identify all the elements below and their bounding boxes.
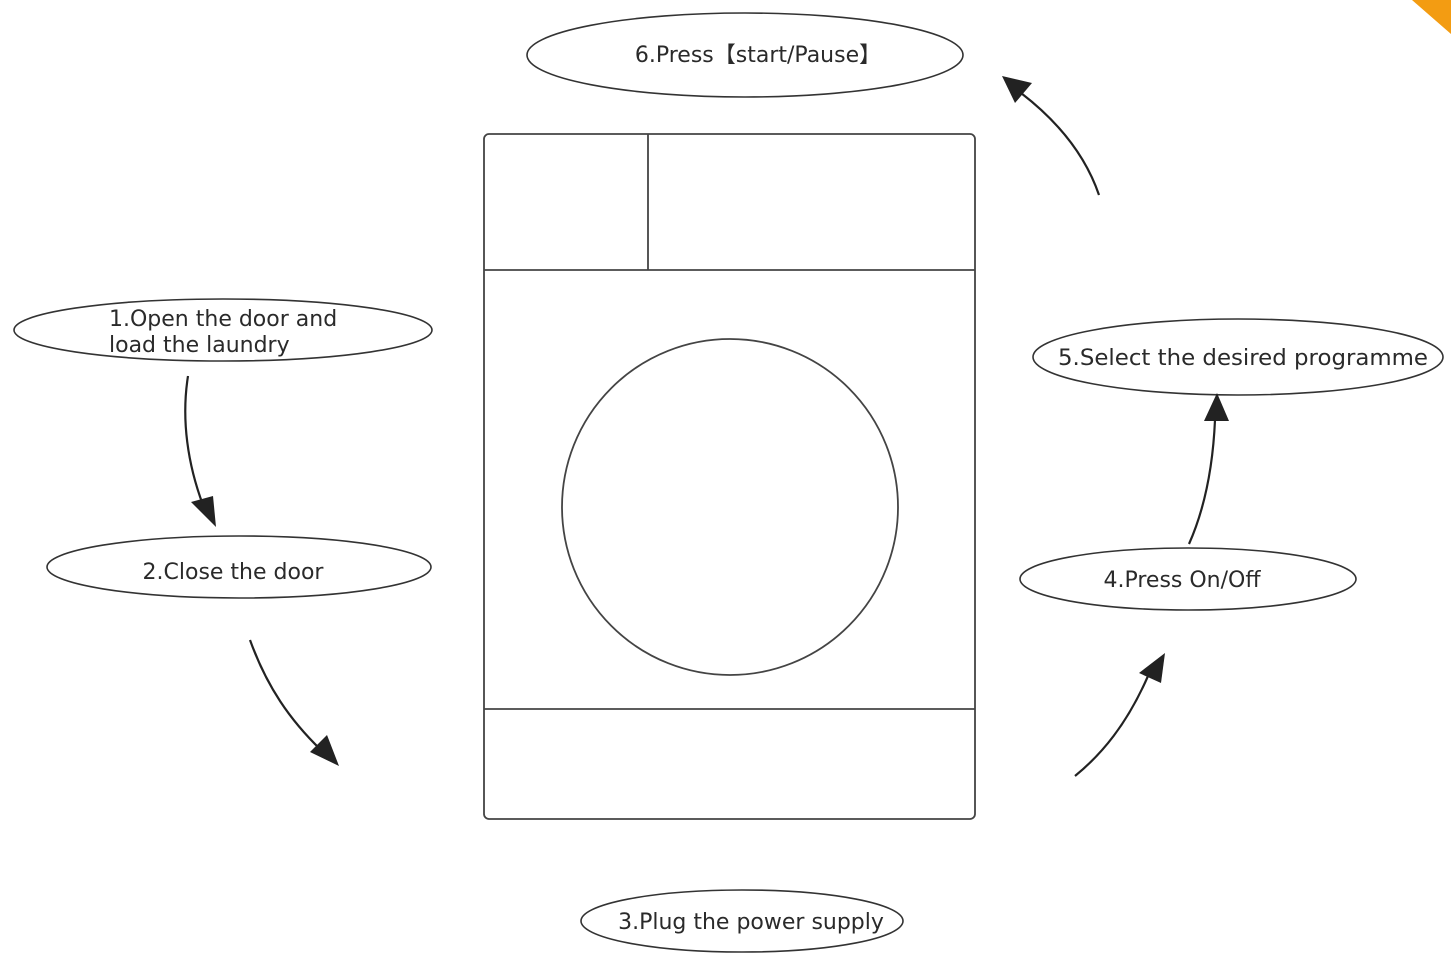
- arrow-step5-to-step6: [1002, 76, 1101, 196]
- arrow-2-3-head: [310, 735, 339, 766]
- step-1-label-line-1: 1.Open the door and: [109, 307, 337, 332]
- arrow-step4-to-step5: [1187, 393, 1229, 545]
- step-6-bubble: 6.Press【start/Pause】: [526, 12, 964, 98]
- arrow-3-4-line: [1074, 675, 1150, 777]
- step-1-bubble: 1.Open the door and load the laundry: [13, 298, 433, 362]
- arrow-4-5-line: [1187, 419, 1217, 545]
- arrow-4-5-head: [1204, 393, 1229, 421]
- step-4-ellipse: [1019, 547, 1357, 611]
- machine-body: [483, 133, 976, 820]
- arrow-step3-to-step4: [1074, 653, 1165, 777]
- step-5-ellipse: [1032, 318, 1444, 396]
- step-5-label: 5.Select the desired programme: [1058, 346, 1428, 371]
- step-4-label: 4.Press On/Off: [1103, 568, 1261, 593]
- step-1-label: 1.Open the door and load the laundry: [109, 307, 344, 358]
- step-5-bubble: 5.Select the desired programme: [1032, 318, 1444, 396]
- step-3-bubble: 3.Plug the power supply: [580, 889, 904, 953]
- step-6-ellipse: [526, 12, 964, 98]
- arrow-1-2-line: [184, 375, 205, 506]
- step-2-ellipse: [46, 535, 432, 599]
- step-2-bubble: 2.Close the door: [46, 535, 432, 599]
- step-1-ellipse: [13, 298, 433, 362]
- step-6-label: 6.Press【start/Pause】: [635, 43, 881, 68]
- arrow-step2-to-step3: [248, 639, 339, 766]
- machine-door: [561, 338, 899, 676]
- washing-machine-illustration: [483, 133, 976, 820]
- arrow-2-3-line: [248, 639, 322, 751]
- corner-accent-tab: [1412, 0, 1451, 34]
- step-2-label: 2.Close the door: [143, 560, 325, 585]
- arrow-5-6-head: [1002, 76, 1032, 103]
- arrow-step1-to-step2: [184, 375, 216, 527]
- step-1-label-line-2: load the laundry: [109, 333, 290, 358]
- step-4-bubble: 4.Press On/Off: [1019, 547, 1357, 611]
- step-3-label: 3.Plug the power supply: [618, 910, 884, 935]
- arrow-1-2-head: [191, 496, 216, 527]
- step-3-ellipse: [580, 889, 904, 953]
- arrow-5-6-line: [1020, 92, 1101, 196]
- arrow-3-4-head: [1139, 653, 1165, 683]
